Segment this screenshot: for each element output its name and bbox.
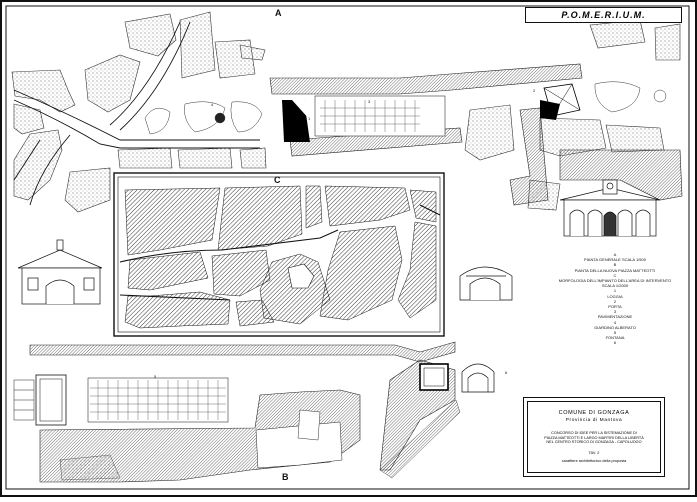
legend-item: 5 xyxy=(613,330,617,336)
competition-line: NEL CENTRO STORICO DI GONZAGA - CAPOLUOG… xyxy=(546,440,642,445)
legend-item: FONTANA xyxy=(605,335,625,341)
competition-line: CONCORSO DI IDEE PER LA SISTEMAZIONE DI xyxy=(551,431,637,435)
legend-item: C xyxy=(613,272,617,278)
morphology-map xyxy=(113,172,445,337)
legend-item: MORFOLOGIA DELL'IMPIANTO DELL'AREA DI IN… xyxy=(558,278,672,284)
piazza-upper xyxy=(282,83,581,142)
legend-item: PAVIMENTAZIONE xyxy=(597,314,633,320)
sheet-number: TAV. 2 xyxy=(588,450,600,455)
legend-item: 2 xyxy=(613,298,617,304)
map-number-4: 4 xyxy=(211,102,214,107)
map-number-3: 3 xyxy=(368,99,371,104)
map-number-6: 6 xyxy=(505,370,508,375)
competition-line: PIAZZA MATTEOTTI E LARGO MARTIRI DELLA L… xyxy=(544,435,644,440)
legend-item: 4 xyxy=(613,319,617,325)
legend-item: SCALA 1/2000 xyxy=(601,283,629,289)
title-block-inner: COMUNE DI GONZAGA Provincia di Mantova C… xyxy=(527,401,661,473)
legend-item: 3 xyxy=(613,309,617,315)
legend: A PIANTA GENERALE SCALA 1/500 B PIANTA D… xyxy=(545,252,685,346)
legend-item: 1 xyxy=(613,288,617,294)
inner-frame xyxy=(5,5,690,490)
drawing-title: P.O.M.E.R.I.U.M. xyxy=(525,7,682,23)
legend-item: A xyxy=(613,252,617,257)
sheet-subtitle: caratttere architettonico della proposta xyxy=(561,458,627,463)
elevation-gate-right xyxy=(459,266,513,301)
section-mark-c: C xyxy=(274,175,281,185)
municipality-name: COMUNE DI GONZAGA xyxy=(558,410,630,416)
competition-description: CONCORSO DI IDEE PER LA SISTEMAZIONE DI … xyxy=(528,431,660,445)
lower-plan xyxy=(13,341,495,483)
legend-item: B xyxy=(613,262,617,268)
province-name: Provincia di Mantova xyxy=(565,418,623,423)
legend-item: 6 xyxy=(613,340,617,346)
map-number-5: 5 xyxy=(154,374,157,379)
elevation-loggia xyxy=(559,179,661,237)
title-block: COMUNE DI GONZAGA Provincia di Mantova C… xyxy=(523,397,665,477)
legend-item: GIARDINO ALBERATO xyxy=(594,324,636,330)
elevation-gate-left xyxy=(17,239,103,305)
gardens-upper xyxy=(144,81,667,135)
legend-item: LOGGIA xyxy=(607,293,623,299)
map-number-1: 1 xyxy=(308,116,311,121)
streets-upper xyxy=(13,21,260,206)
section-mark-b: B xyxy=(282,472,289,482)
section-mark-a: A xyxy=(275,8,282,18)
legend-item: PORTA xyxy=(608,304,622,310)
legend-item: PIANTA DELLA NUOVA PIAZZA MATTEOTTI xyxy=(574,267,656,273)
map-number-2: 2 xyxy=(533,88,536,93)
legend-item: PIANTA GENERALE SCALA 1/500 xyxy=(584,257,646,263)
